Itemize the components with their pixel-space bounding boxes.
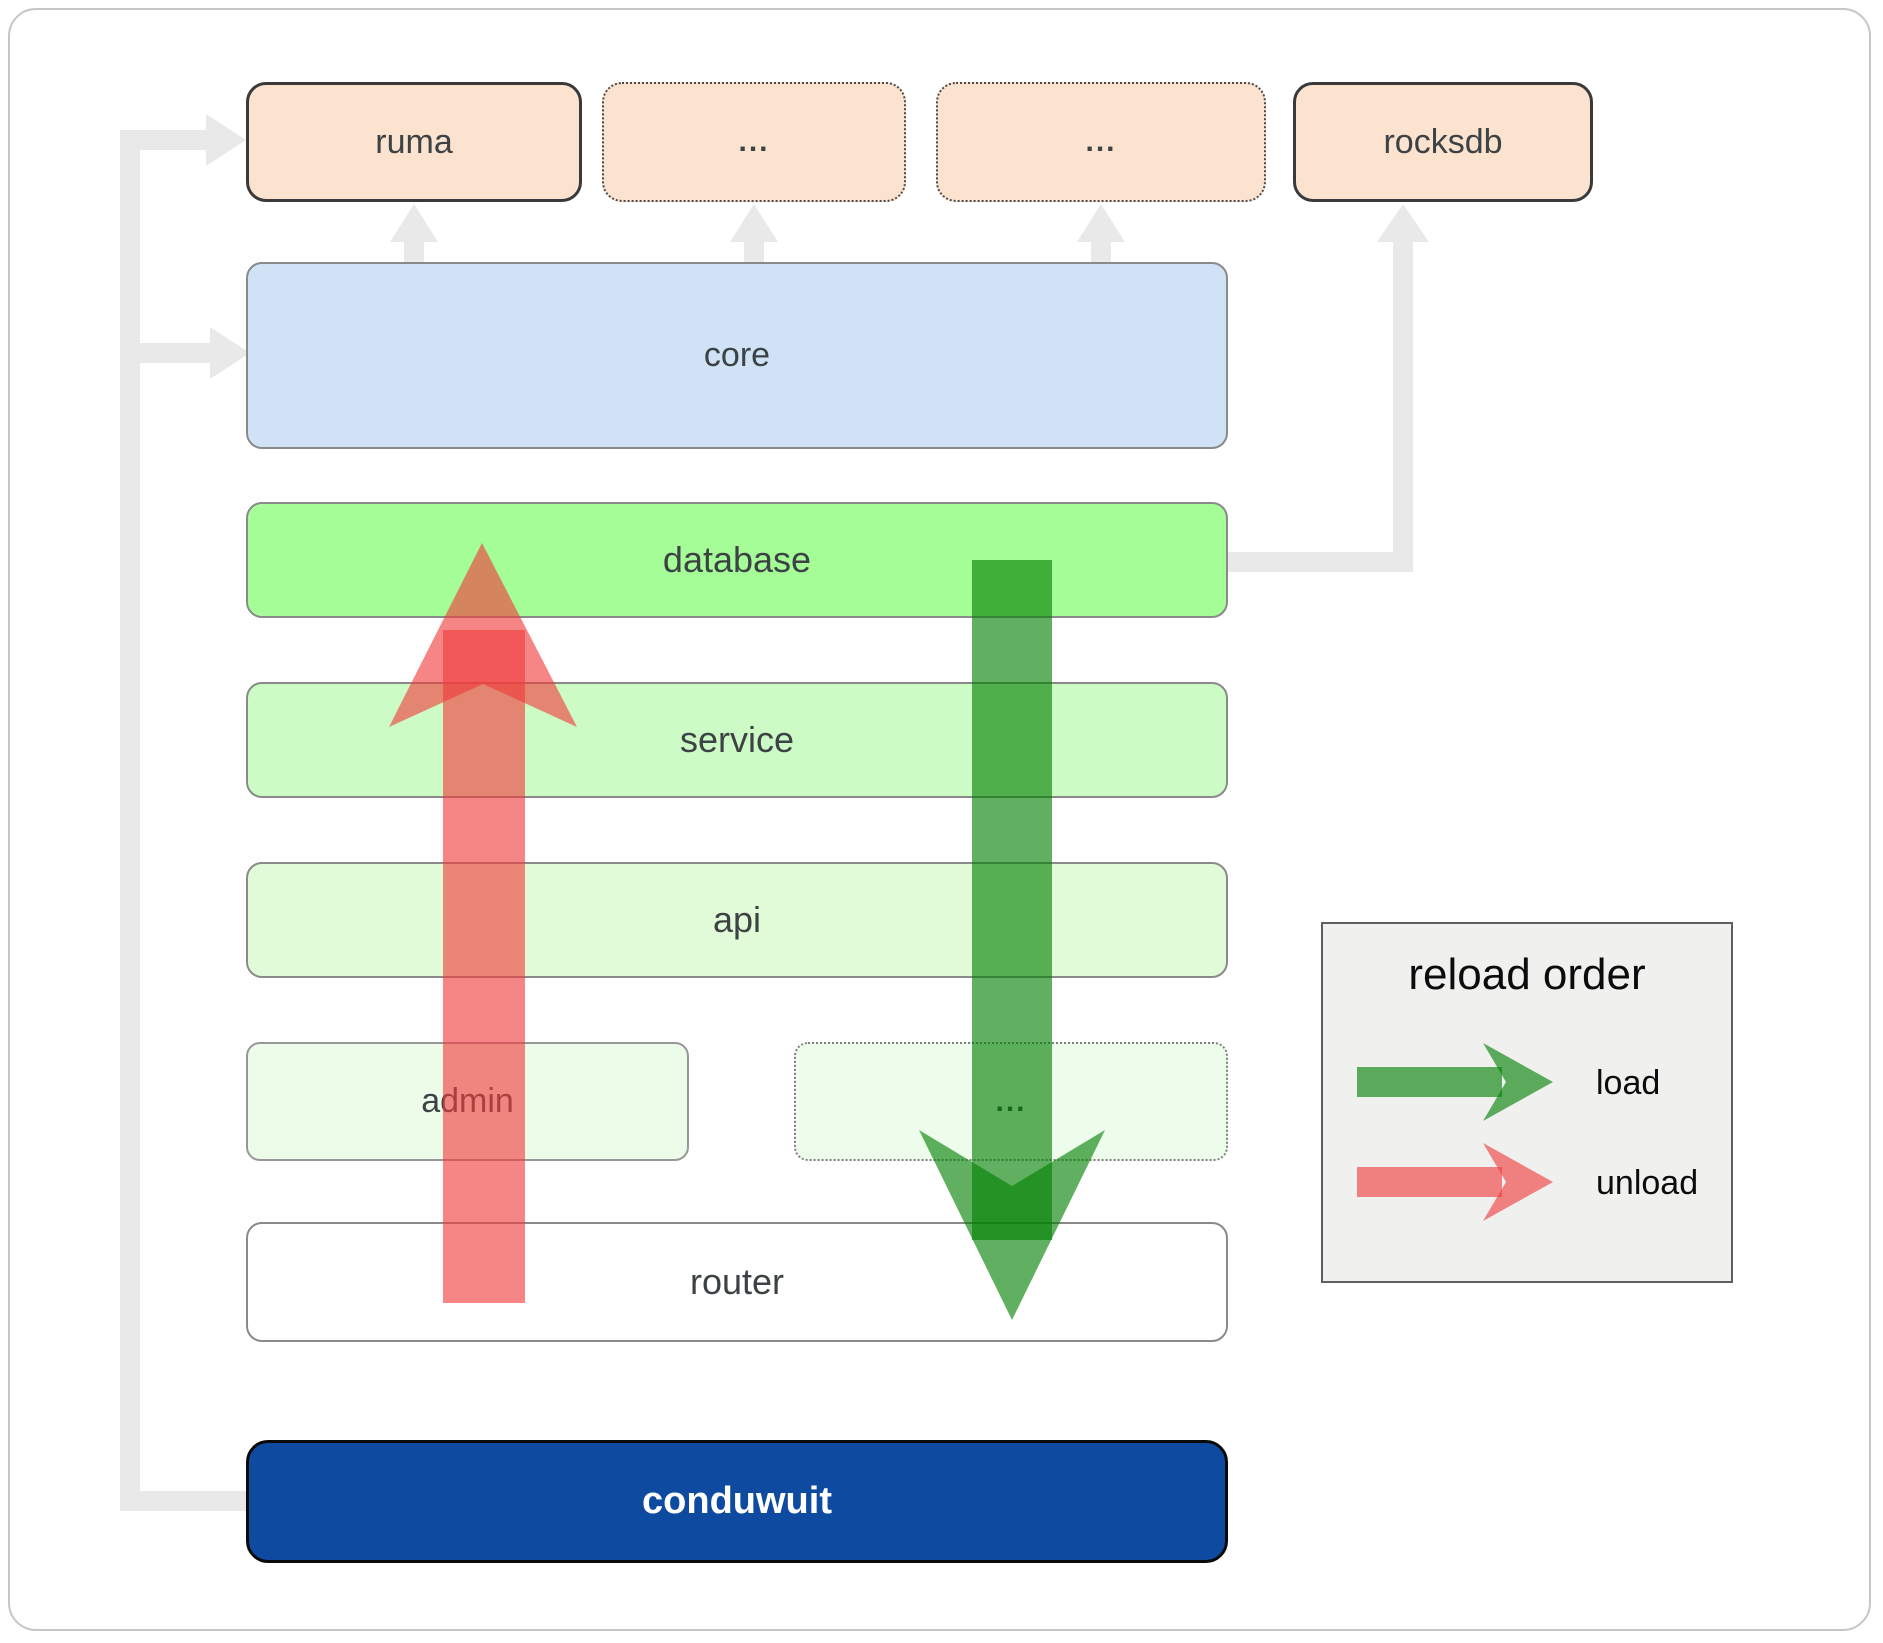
legend-unload-label: unload [1596, 1164, 1699, 1202]
legend-load-label: load [1596, 1064, 1661, 1102]
node-api-label: api [712, 899, 762, 940]
node-conduwuit: conduwuit [246, 1440, 1228, 1563]
node-ext-top-1-label: ... [738, 125, 770, 158]
node-router-label: router [689, 1261, 785, 1302]
node-database-label: database [662, 539, 812, 580]
node-ext-bottom: ... [794, 1042, 1228, 1161]
legend-title: reload order [1408, 950, 1646, 999]
node-ruma-label: ruma [375, 122, 453, 161]
node-ext-top-2-label: ... [1085, 125, 1117, 158]
node-core-label: core [703, 336, 771, 374]
node-service: service [246, 682, 1228, 798]
node-ext-top-1: ... [602, 82, 906, 202]
node-ext-top-2: ... [936, 82, 1266, 202]
node-service-label: service [679, 719, 795, 760]
node-database: database [246, 502, 1228, 618]
node-admin-label: admin [421, 1082, 514, 1120]
node-router: router [246, 1222, 1228, 1342]
node-ext-bottom-label: ... [995, 1084, 1027, 1118]
diagram-outer-frame [8, 8, 1871, 1631]
node-conduwuit-label: conduwuit [642, 1480, 832, 1522]
node-ruma: ruma [246, 82, 582, 202]
node-api: api [246, 862, 1228, 978]
node-rocksdb: rocksdb [1293, 82, 1593, 202]
node-core: core [246, 262, 1228, 449]
node-rocksdb-label: rocksdb [1383, 122, 1503, 161]
node-admin: admin [246, 1042, 689, 1161]
